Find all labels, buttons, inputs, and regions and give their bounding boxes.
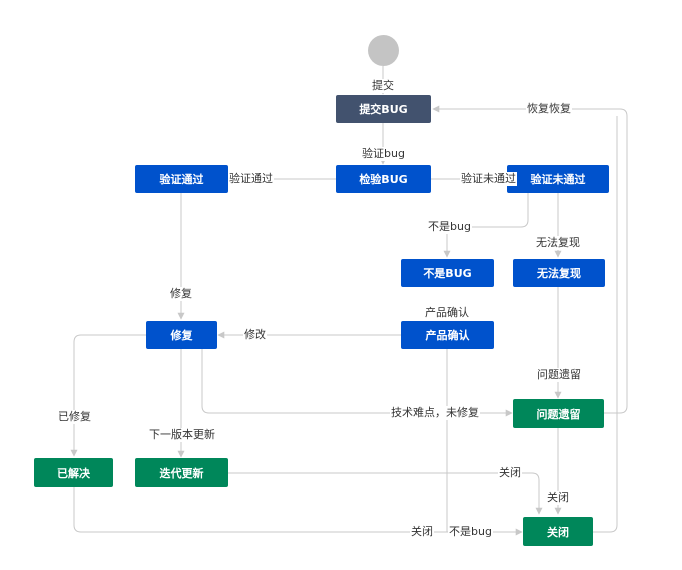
label-restore: 恢复恢复 <box>526 102 572 116</box>
node-fix[interactable]: 修复 <box>146 321 217 349</box>
label-verified-fail: 验证未通过 <box>460 172 517 186</box>
label-tech-difficulty: 技术难点，未修复 <box>390 406 480 420</box>
node-check-bug[interactable]: 检验BUG <box>336 165 431 193</box>
label-verify-bug: 验证bug <box>361 147 406 161</box>
edge-resolved-closed <box>73 487 523 536</box>
node-cannot-reproduce[interactable]: 无法复现 <box>513 259 605 287</box>
label-cannot-reproduce: 无法复现 <box>535 236 581 250</box>
label-verified-pass: 验证通过 <box>228 172 274 186</box>
edge-fix-carryover <box>201 349 513 417</box>
label-product-confirm: 产品确认 <box>424 306 470 320</box>
node-product-confirm[interactable]: 产品确认 <box>401 321 494 349</box>
label-fix: 修复 <box>169 287 193 301</box>
label-close-carryover: 关闭 <box>546 491 570 505</box>
edge-carryover-submit <box>432 105 628 414</box>
node-submit-bug[interactable]: 提交BUG <box>336 95 431 123</box>
node-not-bug[interactable]: 不是BUG <box>401 259 494 287</box>
label-modify: 修改 <box>243 328 267 342</box>
node-closed[interactable]: 关闭 <box>523 517 593 546</box>
label-not-bug: 不是bug <box>427 220 472 234</box>
node-iteration-update[interactable]: 迭代更新 <box>135 458 228 487</box>
start-node <box>368 35 399 66</box>
label-close-iteration: 关闭 <box>498 466 522 480</box>
edge-fix-resolved <box>70 334 146 457</box>
label-carry-over: 问题遗留 <box>536 368 582 382</box>
node-carry-over[interactable]: 问题遗留 <box>513 399 604 428</box>
edge-closed-submit <box>593 116 618 533</box>
label-next-version: 下一版本更新 <box>148 428 216 442</box>
label-fixed: 已修复 <box>57 410 92 424</box>
node-not-verified[interactable]: 验证未通过 <box>507 165 609 193</box>
label-close-resolved: 关闭 <box>410 525 434 539</box>
label-close-notbug: 不是bug <box>448 525 493 539</box>
node-resolved[interactable]: 已解决 <box>34 458 113 487</box>
label-submit: 提交 <box>371 79 395 93</box>
edge-iteration-closed <box>228 472 543 515</box>
node-verified[interactable]: 验证通过 <box>135 165 228 193</box>
